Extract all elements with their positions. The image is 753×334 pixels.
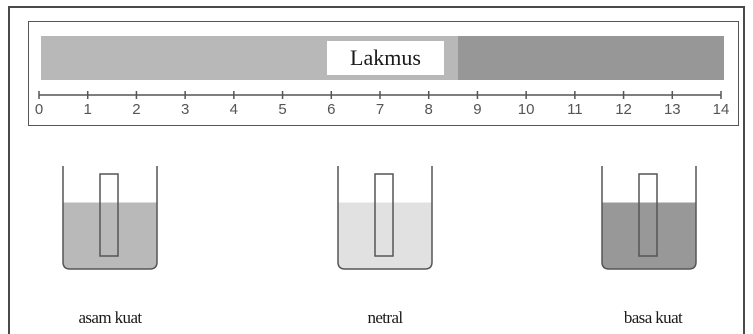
ph-tick-label: 5 xyxy=(278,101,286,118)
ph-tick-label: 8 xyxy=(425,101,433,118)
litmus-label: Lakmus xyxy=(327,41,444,75)
litmus-base-segment xyxy=(457,36,724,80)
beaker-strong-acid xyxy=(62,166,158,270)
beaker-drawing xyxy=(601,166,697,270)
beaker-liquid xyxy=(63,202,157,269)
ph-tick-label: 7 xyxy=(376,101,384,118)
litmus-strip xyxy=(99,173,119,257)
ph-tick-label: 3 xyxy=(181,101,189,118)
ph-tick-label: 4 xyxy=(230,101,238,118)
beaker-neutral xyxy=(337,166,433,270)
litmus-strip xyxy=(374,173,394,257)
ph-tick-label: 2 xyxy=(132,101,140,118)
beaker-label-strong-base: basa kuat xyxy=(623,308,683,327)
beaker-liquid xyxy=(338,202,432,269)
ph-tick-label: 14 xyxy=(713,101,730,118)
ph-tick-label: 0 xyxy=(35,101,43,118)
ph-tick-label: 10 xyxy=(518,101,535,118)
ph-tick-label: 1 xyxy=(84,101,92,118)
ph-tick-label: 12 xyxy=(615,101,632,118)
ph-tick-label: 13 xyxy=(664,101,681,118)
beaker-label-neutral: netral xyxy=(367,308,403,327)
beaker-liquid xyxy=(602,202,696,269)
ph-tick-label: 9 xyxy=(473,101,481,118)
ph-tick-label: 6 xyxy=(327,101,335,118)
beaker-strong-base xyxy=(601,166,697,270)
ph-tick-label: 11 xyxy=(567,101,583,118)
beaker-label-strong-acid: asam kuat xyxy=(78,308,142,327)
litmus-strip xyxy=(638,173,658,257)
beaker-glass xyxy=(601,166,697,270)
beaker-drawing xyxy=(337,166,433,270)
beaker-drawing xyxy=(62,166,158,270)
beaker-glass xyxy=(62,166,158,270)
beaker-glass xyxy=(337,166,433,270)
